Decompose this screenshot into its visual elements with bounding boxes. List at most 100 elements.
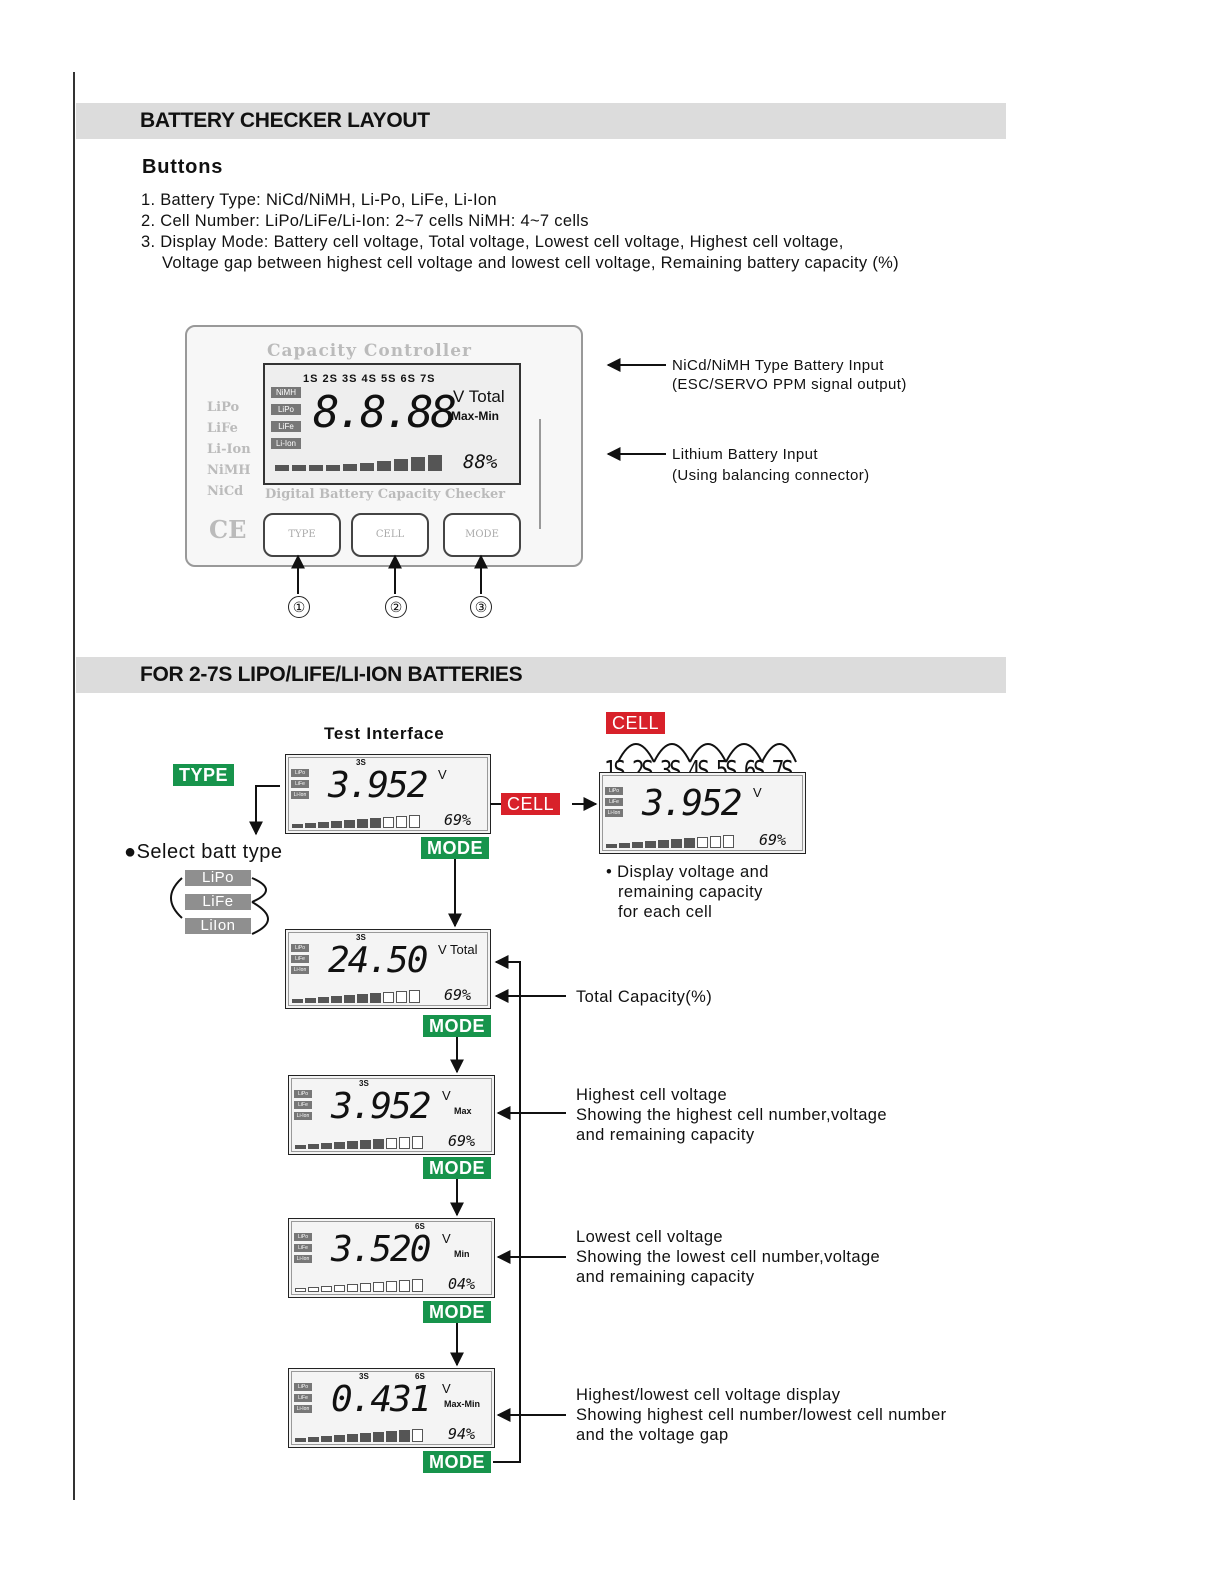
lcd-bar-segment	[697, 837, 708, 848]
lcd-type-indicator: LiPo	[294, 1233, 312, 1241]
lcd-bar-segment	[645, 841, 656, 848]
lcd-bar-segment	[710, 836, 721, 848]
lcd-type-indicator: Li-Ion	[605, 809, 623, 817]
lcd-bar-segment	[386, 1138, 397, 1149]
side-type: Li-Ion	[207, 442, 251, 457]
lcd-type-indicator: Li-Ion	[294, 1112, 312, 1120]
lcd-bar-segment	[308, 1144, 319, 1149]
type-tag: TYPE	[173, 764, 235, 786]
lcd-digits: 3.952	[642, 783, 742, 824]
mode-button[interactable]: MODE	[443, 513, 521, 557]
buttons-heading: Buttons	[142, 156, 224, 178]
type-indicator: LiFe	[271, 421, 301, 432]
cell-tag-top: CELL	[606, 712, 666, 734]
lcd-percentage: 69%	[444, 811, 472, 829]
lcd-cell-number: 6S	[415, 1372, 425, 1381]
note-lowest: Lowest cell voltage Showing the lowest c…	[576, 1228, 881, 1286]
lcd-bar-segment	[318, 997, 329, 1003]
cell-note: • Display voltage and remaining capacity…	[606, 863, 769, 921]
lcd-bar-segment	[305, 998, 316, 1003]
list-item: 2. Cell Number: LiPo/LiFe/Li-Ion: 2~7 ce…	[141, 212, 589, 230]
lcd-bar-segment	[399, 1280, 410, 1292]
note-gap: Highest/lowest cell voltage display Show…	[576, 1386, 947, 1444]
mode-tag: MODE	[421, 837, 489, 859]
lcd-digits: 24.50	[328, 940, 428, 981]
lcd-bar-segment	[308, 1437, 319, 1442]
lcd-bar-segment	[331, 821, 342, 828]
lcd-cell-number: 3S	[356, 758, 366, 767]
cells-row: 1S 2S 3S 4S 5S 6S 7S	[303, 373, 436, 385]
lcd-bar-segment	[321, 1436, 332, 1442]
lcd-unit: V	[438, 767, 447, 782]
lcd-bar-segment	[344, 995, 355, 1003]
ce-mark: CE	[209, 515, 247, 544]
select-batt-label: ●Select batt type	[124, 841, 283, 863]
lcd-bar-segment	[295, 1288, 306, 1292]
lcd-bar-segment	[412, 1429, 423, 1442]
lcd-sub-label: Max-Min	[444, 1399, 480, 1409]
side-type: NiCd	[207, 484, 244, 499]
lcd-bar-segment	[334, 1142, 345, 1149]
lcd-bar-segment	[370, 993, 381, 1003]
lcd-bar-segment	[347, 1141, 358, 1149]
lcd-type-indicator: LiPo	[291, 769, 309, 777]
lcd-capacity-bar	[295, 1136, 423, 1149]
list-item: 1. Battery Type: NiCd/NiMH, Li-Po, LiFe,…	[141, 191, 497, 209]
lcd-capacity-bar	[295, 1429, 423, 1442]
lcd-cell-number: 3S	[359, 1372, 369, 1381]
lcd-inner	[291, 1221, 492, 1295]
list-item: Voltage gap between highest cell voltage…	[162, 254, 899, 272]
lithium-input-label: Lithium Battery Input (Using balancing c…	[672, 446, 870, 484]
lcd-type-indicator: LiFe	[294, 1244, 312, 1252]
lcd-bar-segment	[321, 1286, 332, 1292]
lcd-bar-segment	[658, 840, 669, 848]
lcd-bar-segment	[347, 1434, 358, 1442]
lcd-unit: V	[442, 1231, 451, 1246]
lcd-bar-segment	[383, 992, 394, 1003]
lcd-bar-segment	[373, 1432, 384, 1442]
device-digits: 8.8.88	[313, 387, 457, 438]
lcd-bar-segment	[295, 1145, 306, 1149]
lcd-type-indicator: LiFe	[291, 780, 309, 788]
device-pct: 88%	[463, 451, 498, 473]
lcd-sub-label: Min	[454, 1249, 470, 1259]
lcd-inner	[288, 932, 488, 1006]
lcd-bar-segment	[370, 818, 381, 828]
lcd-bar-segment	[360, 1283, 371, 1292]
lcd-bar-segment	[360, 1433, 371, 1442]
lcd-cell-number: 6S	[415, 1222, 425, 1231]
lcd-bar-segment	[357, 819, 368, 828]
callout-2: ②	[385, 596, 407, 618]
lcd-bar-segment	[357, 994, 368, 1003]
lcd-type-indicator: Li-Ion	[294, 1255, 312, 1263]
cell-tag: CELL	[501, 793, 561, 815]
left-margin-rule	[73, 72, 75, 1500]
side-type-labels: LiPo LiFe Li-Ion NiMH NiCd	[207, 397, 251, 502]
batt-option-lipo: LiPo	[185, 870, 251, 886]
section-band-lipo: FOR 2-7S LIPO/LIFE/LI-ION BATTERIES	[76, 657, 1006, 693]
lcd-bar-segment	[396, 816, 407, 828]
lcd-bar-segment	[331, 996, 342, 1003]
lcd-capacity-bar	[292, 815, 420, 828]
lcd-capacity-bar	[606, 835, 734, 848]
lcd-percentage: 69%	[448, 1132, 476, 1150]
side-type: LiPo	[207, 400, 240, 415]
lcd-bar-segment	[606, 844, 617, 848]
lcd-inner	[288, 757, 488, 831]
lcd-bar-segment	[321, 1143, 332, 1149]
lcd-percentage: 94%	[448, 1425, 476, 1443]
lcd-digits: 3.952	[328, 765, 428, 806]
lcd-type-indicator: LiFe	[605, 798, 623, 806]
lcd-bar-segment	[399, 1137, 410, 1149]
lcd-bar-segment	[386, 1281, 397, 1292]
side-type: NiMH	[207, 463, 251, 478]
lcd-type-indicator: LiPo	[294, 1090, 312, 1098]
type-indicators: NiMH LiPo LiFe Li-Ion	[271, 387, 301, 449]
lcd-bar-segment	[373, 1282, 384, 1292]
lcd-cell-number: 3S	[359, 1079, 369, 1088]
device-footer: Digital Battery Capacity Checker	[265, 487, 506, 502]
